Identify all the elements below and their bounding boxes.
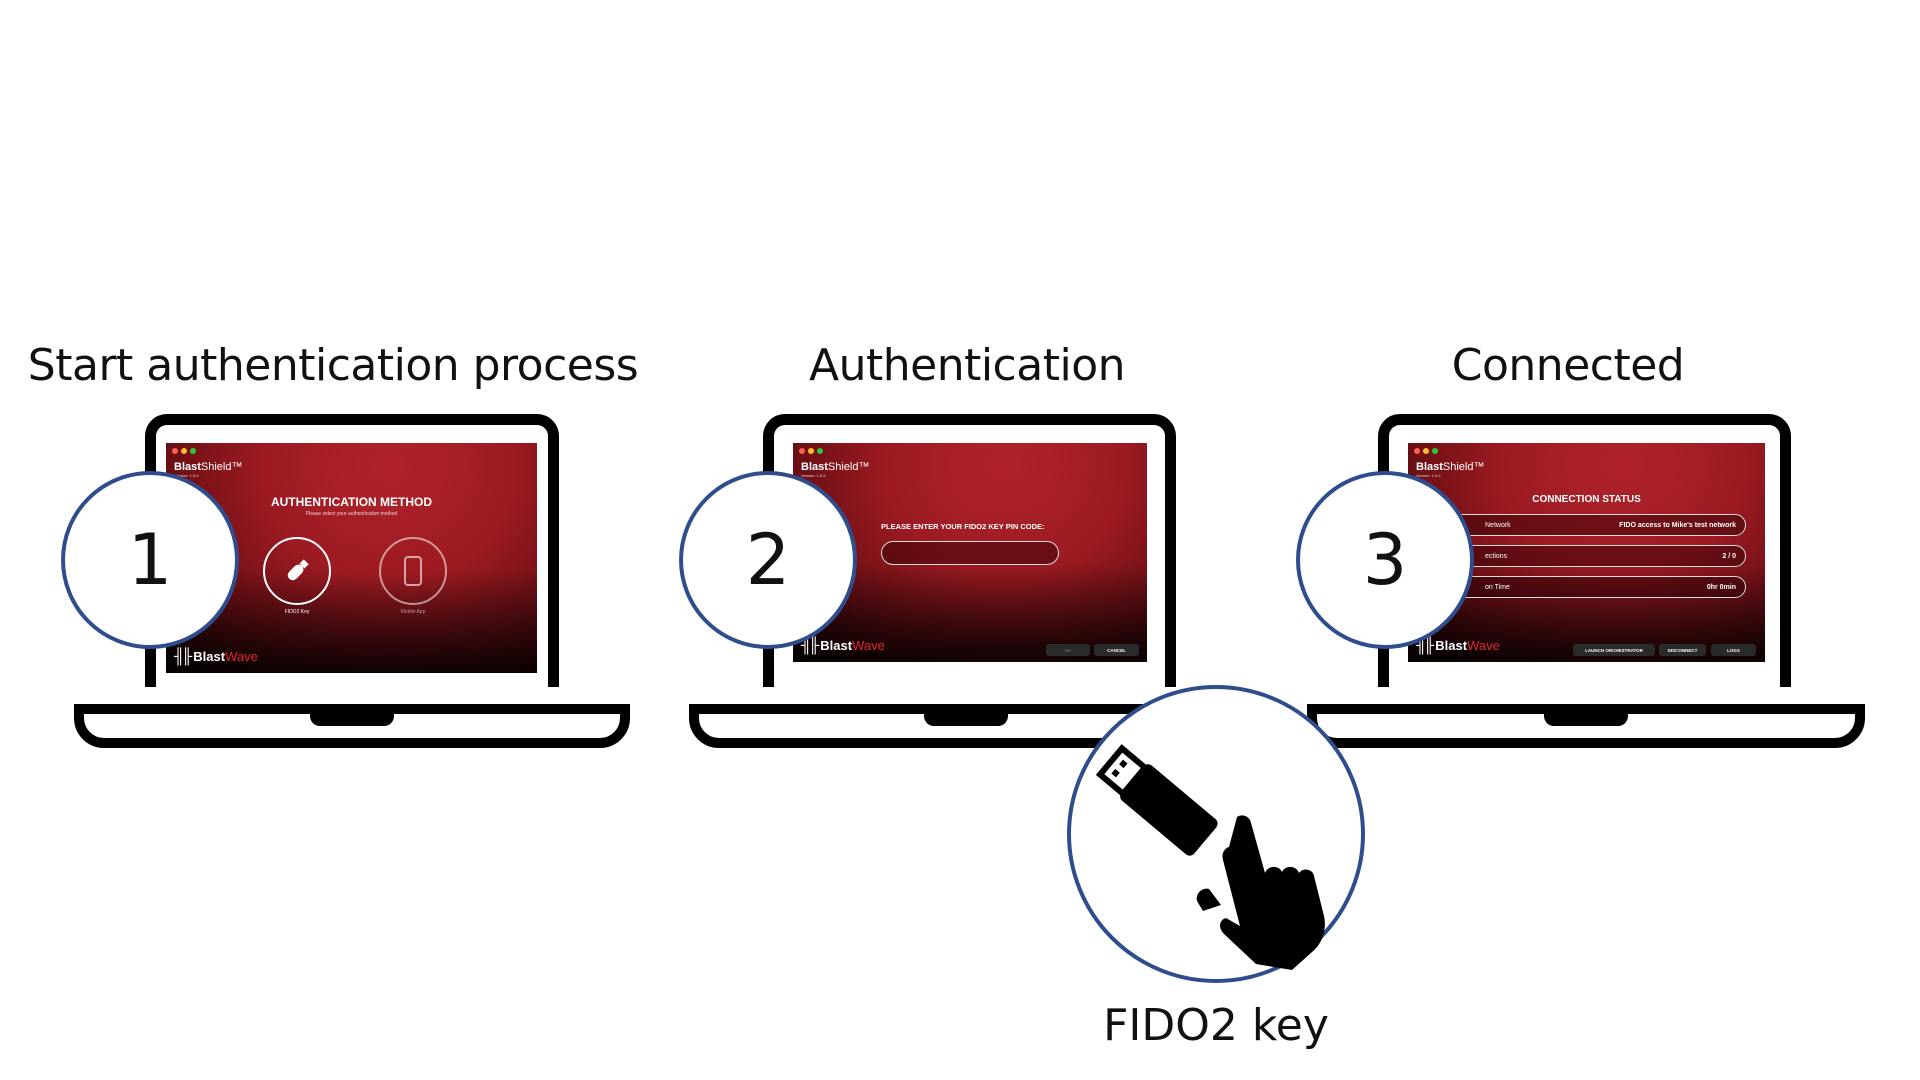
laptop-notch (310, 704, 394, 726)
mobile-app-option[interactable] (379, 537, 447, 605)
step-2-badge: 2 (679, 471, 857, 649)
mobile-phone-icon (404, 556, 422, 586)
window-controls[interactable] (1414, 448, 1438, 454)
laptop-notch (1544, 704, 1628, 726)
pin-prompt: PLEASE ENTER YOUR FIDO2 KEY PIN CODE: (881, 522, 1045, 531)
fido-key-circle (1067, 685, 1365, 983)
step-2-title: Authentication (809, 340, 1126, 391)
screen-subheading: Please select your authentication method (305, 511, 398, 517)
logs-button[interactable]: LOGS (1711, 644, 1756, 656)
laptop-notch (924, 704, 1008, 726)
fido2-key-option[interactable] (263, 537, 331, 605)
window-controls[interactable] (799, 448, 823, 454)
screen-heading: CONNECTION STATUS (1532, 494, 1641, 505)
window-controls[interactable] (172, 448, 196, 454)
laptop-base (1307, 704, 1865, 748)
step-3-title: Connected (1451, 340, 1685, 391)
pin-input[interactable] (881, 541, 1059, 565)
fido-key-label: FIDO2 key (1103, 1000, 1329, 1051)
usb-key-touch-icon (1095, 744, 1325, 970)
step-3-badge: 3 (1296, 471, 1474, 649)
screen-heading: AUTHENTICATION METHOD (270, 495, 433, 509)
fido2-key-label: FIDO2 Key (284, 609, 310, 615)
step-1-title: Start authentication process (27, 340, 639, 391)
laptop-base (74, 704, 630, 748)
launch-orchestrator-button[interactable]: LAUNCH ORCHESTRATOR (1573, 644, 1655, 656)
step-1-badge: 1 (61, 471, 239, 649)
disconnect-button[interactable]: DISCONNECT (1659, 644, 1706, 656)
cancel-button[interactable]: CANCEL (1094, 644, 1139, 656)
ok-button[interactable]: OK (1046, 644, 1090, 656)
usb-key-icon (287, 559, 309, 581)
mobile-app-label: Mobile App (400, 609, 426, 615)
